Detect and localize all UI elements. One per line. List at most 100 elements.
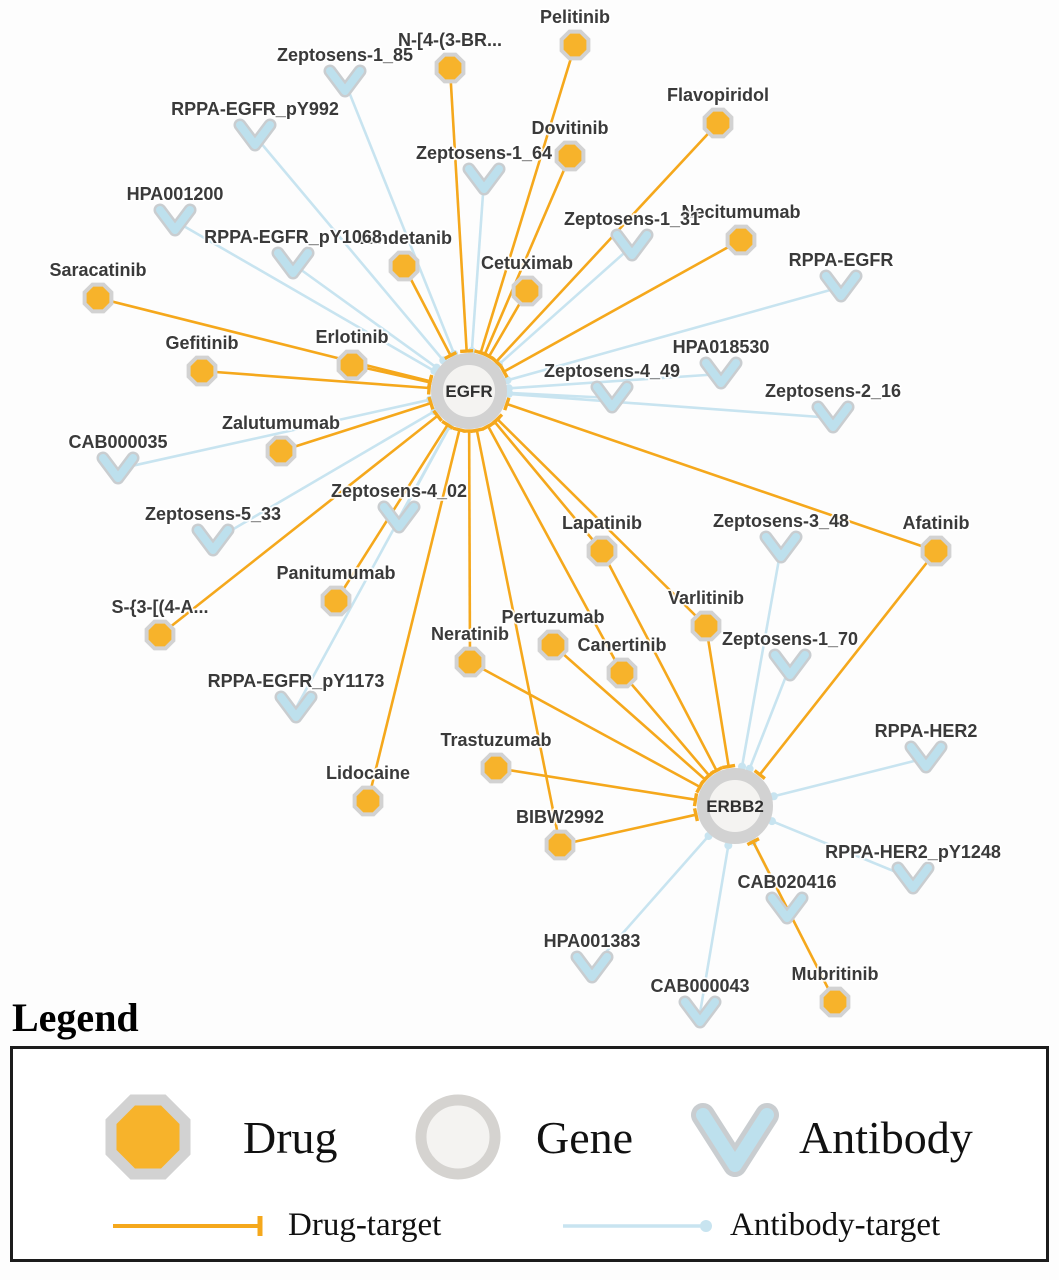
- node-label: HPA001200: [127, 184, 224, 204]
- drug-target-edge: [552, 644, 706, 781]
- antibody-node-zeptosens-1_85: Zeptosens-1_85: [275, 43, 415, 98]
- antibody-node-zeptosens-5_33: Zeptosens-5_33: [143, 502, 283, 557]
- drug-target-edge: [402, 265, 452, 357]
- drug-node-necitumumab: Necitumumab: [680, 200, 802, 256]
- legend-item-antibody: Antibody: [685, 1087, 973, 1187]
- node-label: Varlitinib: [668, 588, 744, 608]
- antibody-target-edge: [212, 410, 436, 543]
- drug-target-edge: [486, 425, 624, 674]
- node-label: RPPA-EGFR_pY1173: [208, 671, 385, 691]
- antibody-icon-inner: [99, 454, 137, 482]
- legend-label-gene: Gene: [536, 1111, 634, 1163]
- antibody-node-rppa-her2: RPPA-HER2: [873, 719, 979, 774]
- node-label: Panitumumab: [276, 563, 395, 583]
- drug-target-edge: [201, 369, 430, 390]
- antibody-icon-inner: [326, 67, 364, 95]
- antibody-target-edge: [294, 425, 451, 709]
- legend-item-antibody-target: Antibody-target: [558, 1207, 940, 1244]
- node-label: Erlotinib: [316, 327, 389, 347]
- node-label: Saracatinib: [49, 260, 146, 280]
- drug-target-tee: [441, 419, 454, 430]
- drug-target-tee: [481, 421, 495, 431]
- antibody-node-zeptosens-1_64: Zeptosens-1_64: [414, 141, 554, 196]
- node-label: Afatinib: [903, 513, 970, 533]
- drug-node-n-4-3-br: N-[4-(3-BR...: [396, 28, 504, 84]
- gene-label: ERBB2: [706, 797, 764, 816]
- drug-target-edge: [758, 550, 938, 776]
- antibody-node-hpa001383: HPA001383: [542, 929, 642, 984]
- drug-target-tee: [499, 365, 509, 379]
- antibody-target-edge: [508, 372, 722, 390]
- legend-label-antibody: Antibody: [799, 1111, 973, 1163]
- gene-node-erbb2: ERBB2: [697, 768, 773, 844]
- drug-icon: [434, 52, 466, 84]
- antibody-icon-inner: [681, 998, 719, 1026]
- node-label: BIBW2992: [516, 807, 604, 827]
- antibody-target-edge: [698, 845, 730, 1014]
- drug-icon: [336, 349, 368, 381]
- drug-icon: [606, 657, 638, 689]
- node-label: CAB020416: [737, 872, 836, 892]
- drug-icon: [511, 275, 543, 307]
- drug-target-tee: [692, 793, 699, 807]
- drug-node-lidocaine: Lidocaine: [324, 761, 412, 817]
- antibody-icon-inner: [822, 272, 860, 300]
- node-label: Zeptosens-4_49: [544, 361, 680, 381]
- antibody-node-zeptosens-1_70: Zeptosens-1_70: [720, 627, 860, 682]
- node-label: RPPA-HER2: [875, 721, 978, 741]
- antibody-target-edge: [470, 179, 486, 352]
- drug-target-edge: [483, 155, 572, 355]
- drug-icon: [265, 435, 297, 467]
- antibody-target-edge: [748, 665, 792, 770]
- drug-icon: [554, 140, 586, 172]
- drug-target-edge: [503, 238, 742, 373]
- drug-target-edge: [366, 429, 461, 802]
- antibody-icon-inner: [613, 231, 651, 259]
- gene-node-egfr: EGFR: [431, 353, 507, 429]
- drug-icon: [559, 29, 591, 61]
- drug-icon: [105, 1094, 191, 1180]
- node-label: Zeptosens-1_85: [277, 45, 413, 65]
- drug-icon: [352, 785, 384, 817]
- antibody-target-edge: [292, 262, 438, 369]
- node-label: Lapatinib: [562, 513, 642, 533]
- drug-icon: [819, 986, 851, 1018]
- drug-target-edge: [621, 672, 711, 777]
- gene-icon: [697, 768, 773, 844]
- antibody-node-zeptosens-2_16: Zeptosens-2_16: [763, 379, 903, 434]
- gene-icon: [431, 353, 507, 429]
- drug-node-panitumumab: Panitumumab: [275, 561, 397, 617]
- antibody-icon-inner: [894, 864, 932, 892]
- drug-target-tee: [460, 348, 474, 354]
- antibody-node-hpa018530: HPA018530: [671, 335, 771, 390]
- drug-node-saracatinib: Saracatinib: [48, 258, 148, 314]
- legend-item-gene: Gene: [408, 1087, 633, 1187]
- antibody-target-edge: [773, 756, 927, 798]
- antibody-target-edge: [498, 245, 633, 366]
- antibody-icon-inner: [573, 953, 611, 981]
- node-label: Neratinib: [431, 624, 509, 644]
- drug-target-edge: [495, 122, 719, 363]
- drug-icon: [454, 646, 486, 678]
- drug-icon: [480, 752, 512, 784]
- antibody-target-edge-icon: [563, 1219, 712, 1232]
- drug-target-tee: [746, 837, 760, 847]
- drug-node-pertuzumab: Pertuzumab: [500, 605, 606, 661]
- legend-item-drug-target: Drug-target: [108, 1207, 441, 1244]
- drug-icon: [702, 107, 734, 139]
- gene-icon: [415, 1094, 501, 1180]
- legend-title: Legend: [12, 995, 139, 1040]
- antibody-icon-inner: [814, 403, 852, 431]
- drug-target-tee: [503, 397, 511, 411]
- antibody-icon-inner: [593, 383, 631, 411]
- node-label: Zeptosens-4_02: [331, 481, 467, 501]
- drug-target-tee: [427, 396, 435, 410]
- node-label: Vandetanib: [356, 228, 452, 248]
- drug-icon: [586, 535, 618, 567]
- node-label: Zeptosens-1_31: [564, 209, 700, 229]
- node-label: Mubritinib: [792, 964, 879, 984]
- drug-node-s-3-4-a: S-{3-[(4-A...: [110, 595, 210, 651]
- antibody-icon-inner: [465, 165, 503, 193]
- node-label: RPPA-HER2_pY1248: [825, 842, 1001, 862]
- antibody-icon: [691, 1103, 779, 1177]
